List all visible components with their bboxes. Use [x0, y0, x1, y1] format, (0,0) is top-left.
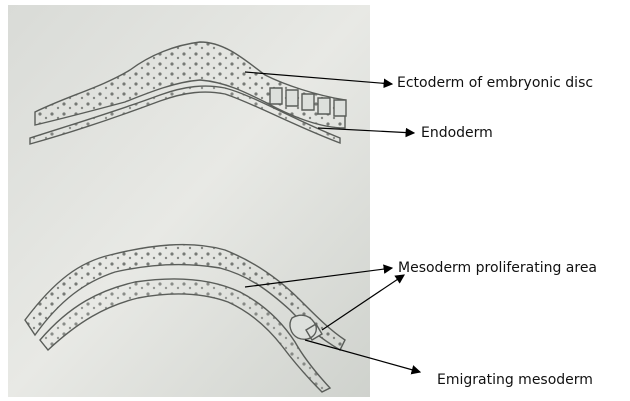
label-ectoderm: Ectoderm of embryonic disc: [397, 75, 593, 91]
label-endoderm: Endoderm: [421, 125, 493, 141]
label-emigrating-mesoderm: Emigrating mesoderm: [437, 372, 593, 388]
label-mesoderm-proliferating: Mesoderm proliferating area: [398, 260, 597, 276]
